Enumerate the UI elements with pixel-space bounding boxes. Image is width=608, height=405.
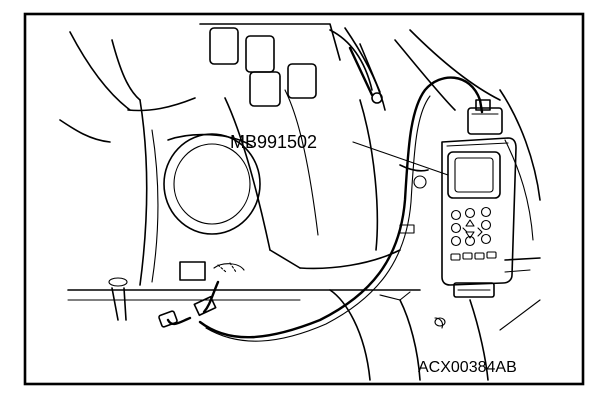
center-stack-switches [199,23,386,111]
dashboard-lower-panel [59,31,421,301]
tester-cable [158,76,484,342]
callout-leader-line [352,141,449,176]
tester-mb991502 [441,99,517,298]
right-side-panel [329,29,541,381]
figure-code: ACX00384AB [418,359,517,376]
tool-label: MB991502 [230,132,317,152]
figure-border [23,12,585,386]
diagnosis-connector [108,261,245,321]
